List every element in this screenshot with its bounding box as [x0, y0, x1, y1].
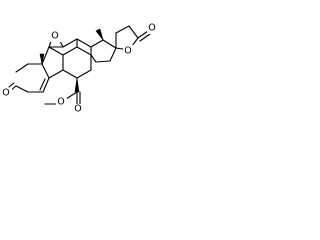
bond-a1 — [15, 63, 29, 73]
bond-lactone-2 — [115, 25, 130, 34]
bond-a4-double — [39, 78, 46, 91]
bond-layer — [8, 25, 151, 105]
structure-diagram: O O O O O O — [1, 23, 158, 115]
ester-ether-oxygen-label: O — [57, 97, 64, 108]
bond-a6 — [15, 85, 29, 93]
lactone-ring-oxygen-label: O — [124, 46, 131, 57]
bond-d2 — [102, 39, 117, 49]
ester-carbonyl-oxygen-label: O — [74, 104, 81, 115]
bond-lactone-3 — [128, 25, 139, 39]
bond-b6 — [76, 69, 92, 79]
wedge-bond-c19 — [39, 53, 45, 65]
bond-b9 — [62, 46, 78, 56]
bond-b3 — [48, 46, 64, 56]
ketone-oxygen-label: O — [2, 88, 9, 99]
bond-c1 — [62, 38, 78, 48]
lactone-carbonyl-oxygen-label: O — [148, 23, 155, 34]
bond-ester-2 — [65, 91, 78, 100]
bond-ketone-double — [8, 82, 15, 88]
bond-d4 — [95, 60, 111, 63]
bond-d5 — [90, 54, 97, 63]
bond-b5 — [62, 69, 78, 79]
bond-lactone-carbonyl-double — [139, 33, 151, 42]
wedge-bond-ester — [74, 77, 80, 93]
bond-b4 — [41, 46, 50, 65]
epoxide-oxygen-label: O — [51, 31, 58, 42]
bond-a3 — [41, 63, 50, 79]
stereo-layer — [39, 28, 104, 93]
bond-d3 — [109, 47, 117, 62]
bond-b1 — [48, 69, 64, 79]
bond-a4 — [42, 77, 50, 93]
bond-lactone-carbonyl — [137, 30, 149, 39]
atom-label-layer: O O O O O O — [1, 23, 158, 115]
wedge-bond-c18 — [95, 28, 104, 41]
bond-d1 — [90, 39, 104, 48]
bond-b8 — [76, 46, 92, 56]
bond-c2 — [76, 38, 92, 48]
